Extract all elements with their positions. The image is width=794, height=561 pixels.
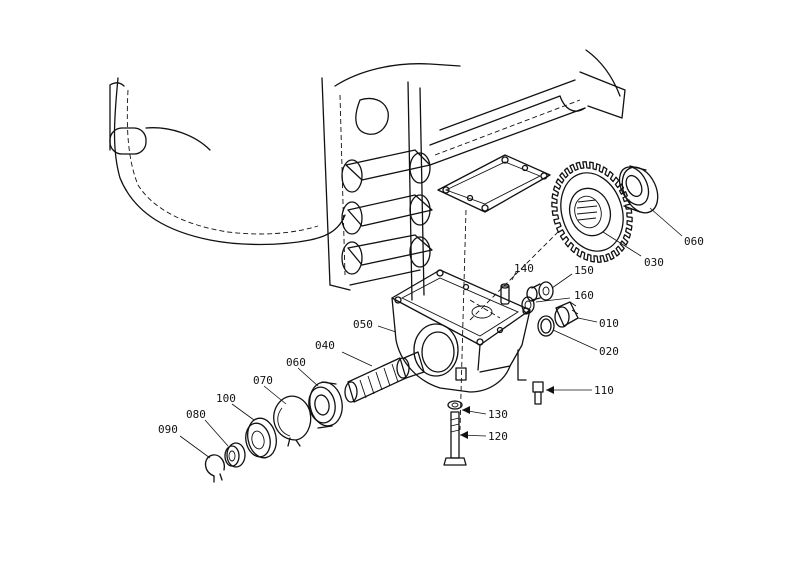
snap-ring-090 xyxy=(204,454,225,483)
label-070: 070 xyxy=(253,374,273,387)
gasket-plate xyxy=(437,154,551,213)
seal-160 xyxy=(521,296,535,314)
label-160: 160 xyxy=(574,289,594,302)
transmission-housing xyxy=(109,49,626,301)
label-060-upper: 060 xyxy=(684,235,704,248)
bolt-110 xyxy=(517,349,544,405)
label-120: 120 xyxy=(488,430,508,443)
gear-axis xyxy=(469,229,561,321)
washer-150 xyxy=(526,281,554,302)
label-080: 080 xyxy=(186,408,206,421)
label-150: 150 xyxy=(574,264,594,277)
label-090: 090 xyxy=(158,423,178,436)
label-020: 020 xyxy=(599,345,619,358)
seal-020 xyxy=(537,315,555,337)
label-050: 050 xyxy=(353,318,373,331)
bearing-060-upper xyxy=(618,165,659,214)
label-010: 010 xyxy=(599,317,619,330)
leader-lines xyxy=(179,207,683,459)
shaft-040 xyxy=(344,351,425,403)
label-060-lower: 060 xyxy=(286,356,306,369)
label-130: 130 xyxy=(488,408,508,421)
bolt-120 xyxy=(443,411,467,466)
label-040: 040 xyxy=(315,339,335,352)
gear-teeth-outline xyxy=(551,161,633,263)
bearing-060-lower xyxy=(308,381,343,429)
snap-ring-070 xyxy=(273,395,312,447)
label-110: 110 xyxy=(594,384,614,397)
label-030: 030 xyxy=(644,256,664,269)
plug-010 xyxy=(554,301,579,328)
collar-100 xyxy=(245,417,277,459)
part-labels: 030 060 140 150 160 010 020 110 050 040 … xyxy=(158,235,704,443)
washer-130 xyxy=(447,400,463,410)
washer-080 xyxy=(224,442,246,468)
gear-case-050 xyxy=(391,269,531,393)
assembly-axis xyxy=(459,209,467,431)
label-140: 140 xyxy=(514,262,534,275)
pin-140 xyxy=(500,283,510,305)
label-100: 100 xyxy=(216,392,236,405)
gear-030 xyxy=(551,161,633,263)
